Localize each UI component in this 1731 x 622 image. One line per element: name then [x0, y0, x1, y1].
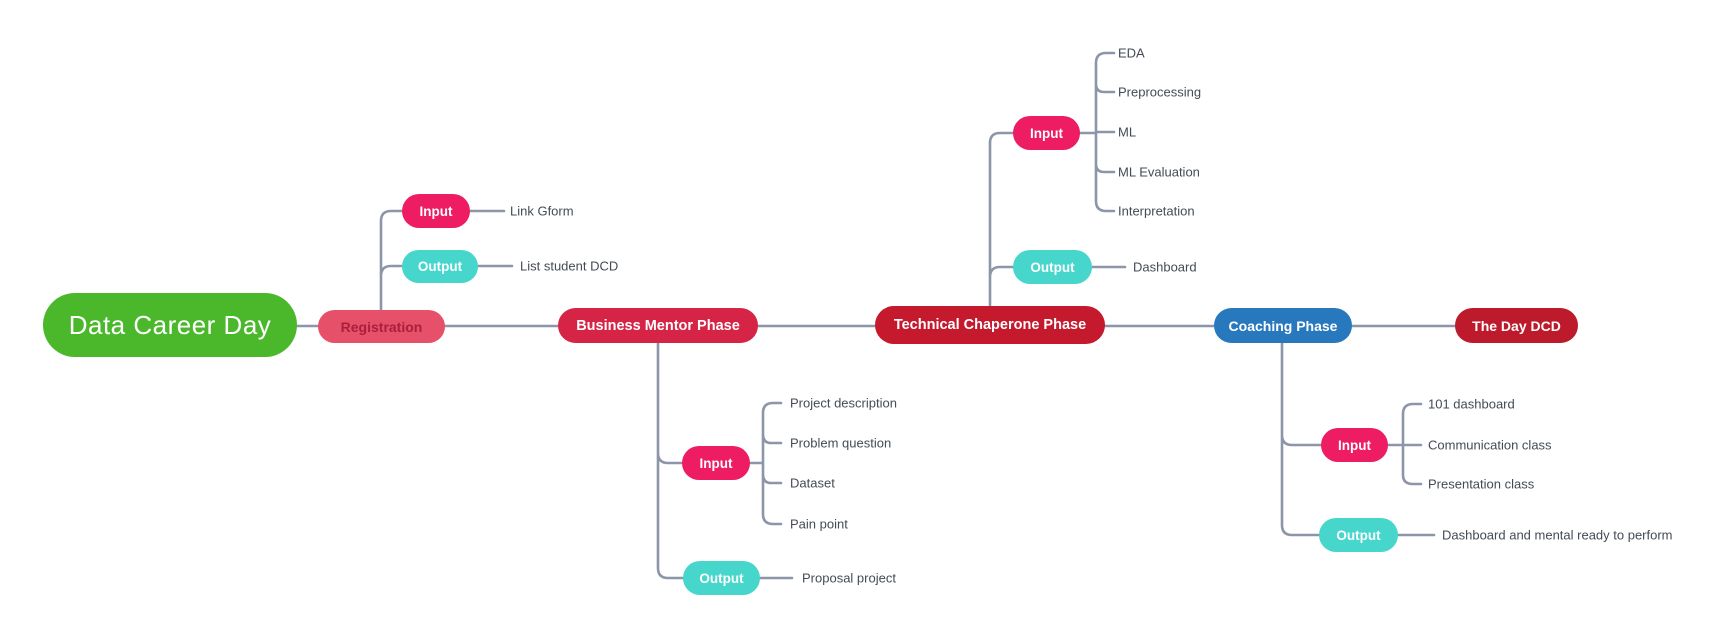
wire-registration-leaves — [468, 209, 514, 268]
leaf-pain-point[interactable]: Pain point — [790, 516, 848, 532]
leaf-problem-question[interactable]: Problem question — [790, 435, 892, 451]
wire-coaching-input-children — [1386, 402, 1423, 486]
node-technical-input-label: Input — [1030, 125, 1063, 141]
node-phase-the-day-dcd-label: The Day DCD — [1472, 317, 1561, 334]
node-registration-output[interactable]: Output — [402, 250, 478, 283]
node-phase-registration-label: Registration — [340, 318, 423, 335]
node-phase-coaching-label: Coaching Phase — [1228, 317, 1338, 334]
leaf-interpretation[interactable]: Interpretation — [1118, 203, 1195, 219]
node-phase-technical-chaperone[interactable]: Technical Chaperone Phase — [875, 306, 1105, 344]
leaf-101-dashboard[interactable]: 101 dashboard — [1428, 396, 1515, 412]
node-root-label: Data Career Day — [68, 309, 272, 340]
node-business-input[interactable]: Input — [682, 446, 750, 480]
wire-registration-branch — [379, 209, 404, 312]
node-business-output[interactable]: Output — [683, 561, 760, 595]
leaf-eda[interactable]: EDA — [1118, 45, 1145, 61]
node-phase-the-day-dcd[interactable]: The Day DCD — [1455, 308, 1578, 343]
leaf-ml[interactable]: ML — [1118, 124, 1137, 140]
node-phase-registration[interactable]: Registration — [318, 310, 445, 343]
wire-coaching-branch — [1280, 341, 1323, 537]
node-business-output-label: Output — [699, 570, 744, 586]
node-coaching-output-label: Output — [1336, 527, 1381, 543]
node-technical-output[interactable]: Output — [1013, 250, 1092, 284]
leaf-communication-class[interactable]: Communication class — [1428, 437, 1552, 453]
node-phase-business-mentor-label: Business Mentor Phase — [576, 317, 740, 334]
node-technical-output-label: Output — [1030, 259, 1075, 275]
node-coaching-output[interactable]: Output — [1319, 518, 1398, 552]
node-registration-input[interactable]: Input — [402, 194, 470, 228]
leaf-proposal-project[interactable]: Proposal project — [802, 570, 896, 586]
node-phase-coaching[interactable]: Coaching Phase — [1214, 308, 1352, 343]
leaf-preprocessing[interactable]: Preprocessing — [1118, 84, 1202, 100]
leaf-dashboard-and-mental-ready[interactable]: Dashboard and mental ready to perform — [1442, 527, 1673, 543]
wire-technical-branch — [988, 131, 1015, 308]
node-phase-technical-chaperone-label: Technical Chaperone Phase — [893, 317, 1087, 333]
node-registration-output-label: Output — [417, 259, 463, 274]
node-business-input-label: Input — [699, 455, 733, 471]
wire-business-input-children — [748, 401, 783, 526]
leaf-dashboard[interactable]: Dashboard — [1133, 259, 1197, 275]
wire-technical-input-children — [1078, 51, 1116, 213]
leaf-list-student-dcd[interactable]: List student DCD — [520, 258, 619, 274]
node-coaching-input[interactable]: Input — [1321, 428, 1388, 462]
leaf-ml-evaluation[interactable]: ML Evaluation — [1118, 164, 1200, 180]
node-coaching-input-label: Input — [1338, 437, 1371, 453]
node-registration-input-label: Input — [419, 203, 453, 219]
node-root[interactable]: Data Career Day — [43, 293, 297, 357]
node-phase-business-mentor[interactable]: Business Mentor Phase — [558, 308, 758, 343]
node-technical-input[interactable]: Input — [1013, 116, 1080, 150]
leaf-dataset[interactable]: Dataset — [790, 475, 835, 491]
leaf-presentation-class[interactable]: Presentation class — [1428, 476, 1535, 492]
leaf-project-description[interactable]: Project description — [790, 395, 897, 411]
wire-business-branch — [656, 341, 685, 580]
leaf-link-gform[interactable]: Link Gform — [510, 203, 574, 219]
